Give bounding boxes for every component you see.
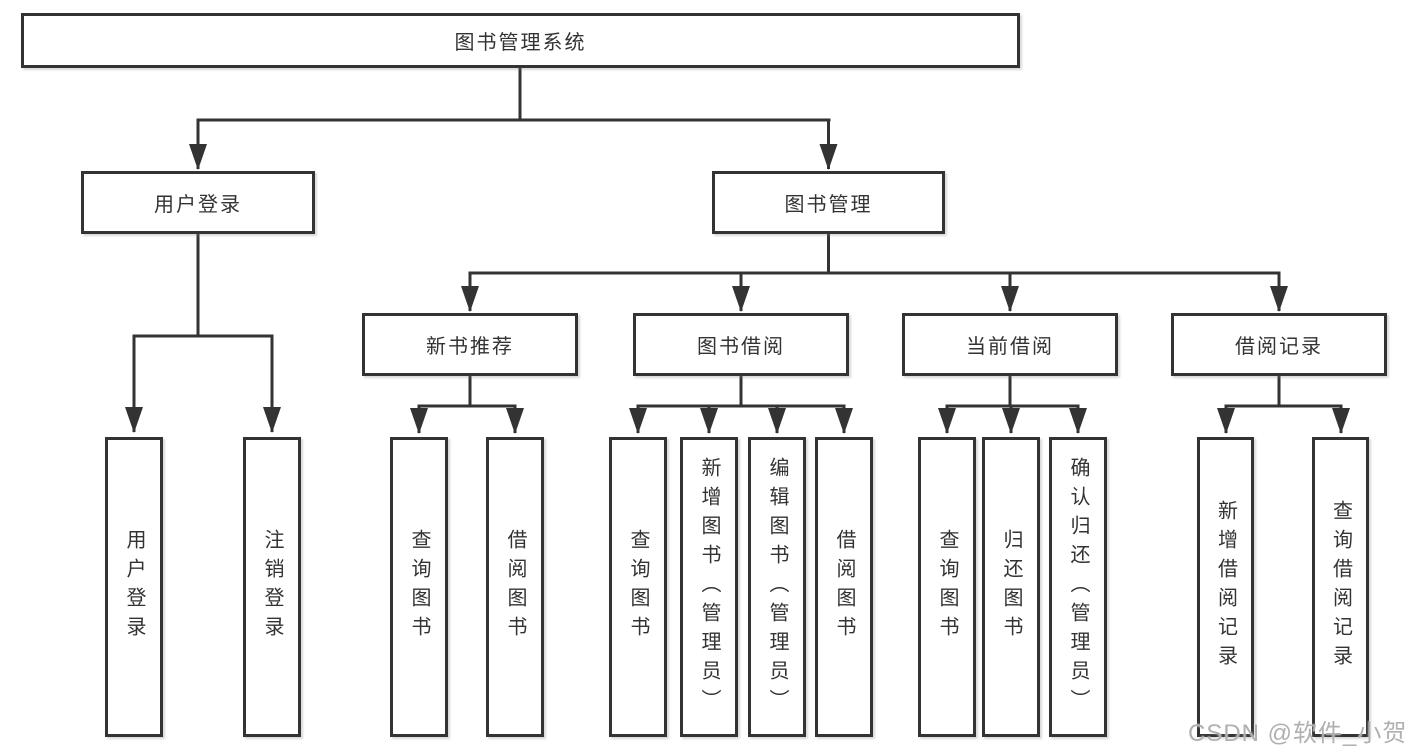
node-label: 归还图书 [1000, 529, 1022, 645]
node-label: 确认归还（管理员） [1067, 456, 1089, 718]
connector-user-login-trunk [132, 234, 274, 338]
leaf-add-borrow-record: 新增借阅记录 [1197, 437, 1254, 737]
node-user-login: 用户登录 [81, 171, 315, 234]
node-label: 图书管理系统 [454, 32, 587, 54]
connector-book-management-trunk [468, 234, 1281, 275]
node-label: 当前借阅 [966, 336, 1054, 358]
node-label: 新增借阅记录 [1214, 500, 1237, 674]
leaf-return-books: 归还图书 [982, 437, 1040, 737]
node-label: 图书借阅 [697, 336, 785, 358]
node-label: 用户登录 [154, 194, 242, 216]
node-label: 用户登录 [123, 529, 145, 645]
leaf-query-books-borrowing: 查询图书 [609, 437, 667, 737]
leaf-query-books-recommend: 查询图书 [390, 437, 448, 737]
leaf-user-login: 用户登录 [105, 437, 163, 737]
leaf-query-books-current: 查询图书 [918, 437, 976, 737]
connector-current-borrowing-trunk [945, 376, 1080, 408]
leaf-query-borrow-record: 查询借阅记录 [1312, 437, 1369, 737]
leaf-edit-books-admin: 编辑图书（管理员） [748, 437, 806, 737]
node-label: 图书管理 [784, 194, 873, 216]
node-book-borrowing: 图书借阅 [633, 313, 849, 376]
node-label: 查询图书 [627, 529, 649, 645]
connector-root-trunk [196, 68, 831, 122]
leaf-borrow-books-recommend: 借阅图书 [486, 437, 544, 737]
node-label: 注销登录 [261, 529, 283, 645]
node-label: 借阅记录 [1235, 336, 1323, 358]
leaf-confirm-return-admin: 确认归还（管理员） [1049, 437, 1107, 737]
leaf-logout-login: 注销登录 [243, 437, 301, 737]
connector-new-book-trunk [417, 376, 517, 408]
connector-borrowing-records-trunk [1224, 376, 1343, 408]
node-label: 借阅图书 [504, 529, 526, 645]
node-book-management: 图书管理 [712, 171, 945, 234]
node-new-book-recommendation: 新书推荐 [362, 313, 578, 376]
node-current-borrowing: 当前借阅 [902, 313, 1118, 376]
connector-book-borrowing-trunk [636, 376, 846, 408]
node-label: 查询借阅记录 [1329, 500, 1352, 674]
node-label: 新增图书（管理员） [698, 456, 720, 718]
node-label: 查询图书 [408, 529, 430, 645]
leaf-add-books-admin: 新增图书（管理员） [680, 437, 738, 737]
leaf-borrow-books-borrowing: 借阅图书 [815, 437, 873, 737]
node-library-management-system: 图书管理系统 [21, 13, 1020, 68]
node-label: 查询图书 [936, 529, 958, 645]
node-label: 借阅图书 [833, 529, 855, 645]
node-borrowing-records: 借阅记录 [1171, 313, 1387, 376]
node-label: 新书推荐 [426, 336, 514, 358]
node-label: 编辑图书（管理员） [766, 456, 788, 718]
csdn-watermark: CSDN @软件_小贺同学 [1188, 720, 1405, 747]
